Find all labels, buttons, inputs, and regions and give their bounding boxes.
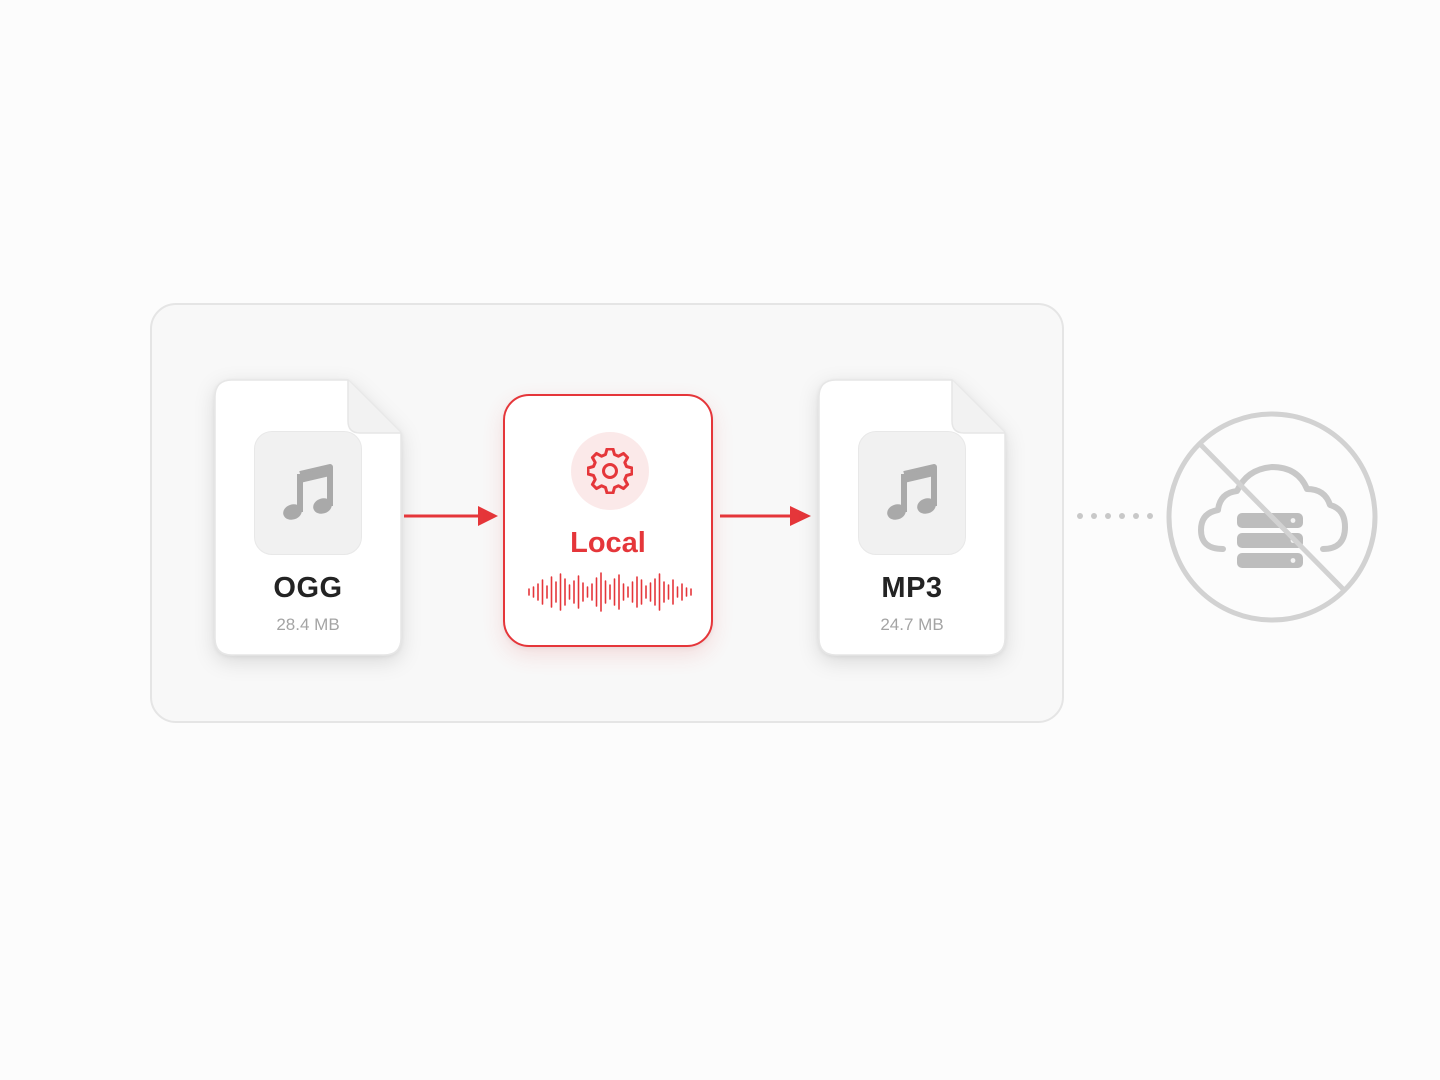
gear-icon (587, 448, 633, 494)
source-file-icon-box (254, 431, 362, 555)
music-note-icon (283, 464, 333, 520)
waveform-icon (528, 572, 692, 612)
output-format-label: MP3 (881, 572, 943, 604)
dotted-connector (1077, 513, 1153, 519)
gear-badge (571, 432, 649, 510)
arrow-right-icon (404, 506, 498, 526)
no-cloud-server-icon (1166, 411, 1378, 623)
music-note-icon (887, 464, 937, 520)
output-file-icon-box (858, 431, 966, 555)
processor-label: Local (570, 527, 646, 559)
output-size-label: 24.7 MB (880, 615, 944, 634)
output-file-card: MP3 24.7 MB (818, 379, 1006, 656)
source-file-card: OGG 28.4 MB (214, 379, 402, 656)
source-size-label: 28.4 MB (276, 615, 340, 634)
source-format-label: OGG (273, 572, 343, 604)
local-processor-card: Local (503, 394, 713, 647)
arrow-right-icon (720, 506, 811, 526)
